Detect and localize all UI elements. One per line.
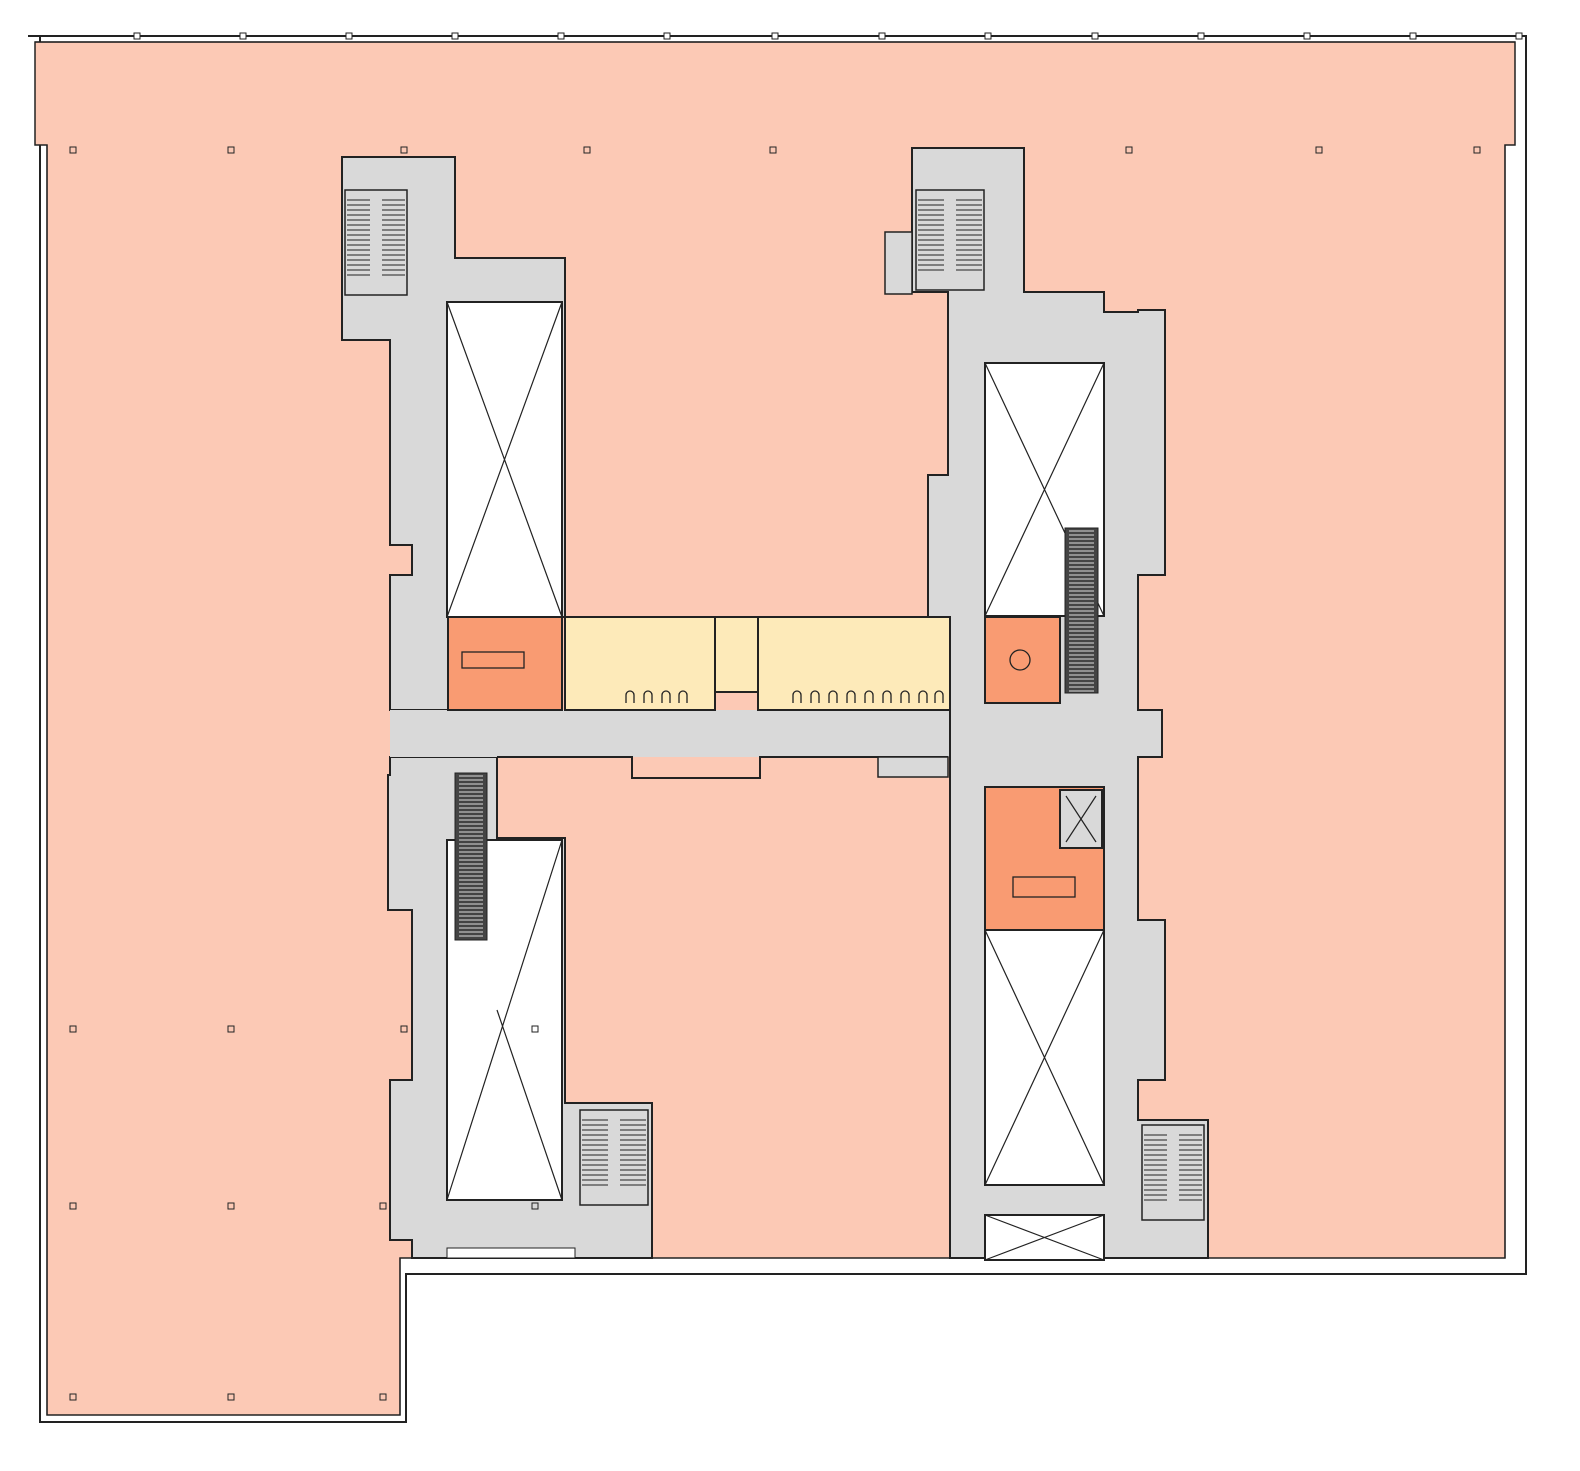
column-icon — [531, 1025, 539, 1033]
toilet-icon — [810, 690, 820, 703]
column-icon — [227, 1025, 235, 1033]
toilet-icon — [918, 690, 928, 703]
column-icon — [69, 1393, 77, 1401]
column-icon — [133, 32, 141, 40]
toilet-icon — [882, 690, 892, 703]
column-icon — [379, 1393, 387, 1401]
toilet-icon — [661, 690, 671, 703]
column-icon — [69, 146, 77, 154]
toilet-icon — [625, 690, 635, 703]
column-icon — [878, 32, 886, 40]
restroom-women — [564, 616, 716, 711]
column-icon — [769, 146, 777, 154]
toilet-icon — [828, 690, 838, 703]
column-icon — [557, 32, 565, 40]
column-icon — [1473, 146, 1481, 154]
stair-icon — [344, 189, 408, 296]
toilet-icon — [678, 690, 688, 703]
column-icon — [1125, 146, 1133, 154]
restroom-accessible — [714, 616, 759, 693]
column-icon — [771, 32, 779, 40]
column-icon — [69, 1202, 77, 1210]
toilet-icon — [900, 690, 910, 703]
column-icon — [400, 146, 408, 154]
column-icon — [379, 1202, 387, 1210]
meeting-room — [447, 616, 563, 711]
column-icon — [1409, 32, 1417, 40]
column-icon — [451, 32, 459, 40]
column-icon — [227, 1393, 235, 1401]
column-icon — [663, 32, 671, 40]
meeting-table-icon — [461, 651, 525, 669]
toilet-icon — [643, 690, 653, 703]
column-icon — [1515, 32, 1523, 40]
column-icon — [227, 146, 235, 154]
column-icon — [1315, 146, 1323, 154]
column-icon — [1303, 32, 1311, 40]
restroom-men — [757, 616, 951, 711]
column-icon — [1197, 32, 1205, 40]
stair-icon — [579, 1109, 649, 1206]
toilet-icon — [846, 690, 856, 703]
toilet-icon — [934, 690, 944, 703]
column-icon — [227, 1202, 235, 1210]
column-icon — [239, 32, 247, 40]
lounge-room — [984, 616, 1061, 704]
exterior-wall — [28, 35, 1527, 1423]
column-icon — [583, 146, 591, 154]
meeting-table-icon — [1012, 876, 1076, 898]
toilet-icon — [864, 690, 874, 703]
stair-icon — [1141, 1124, 1205, 1221]
column-icon — [345, 32, 353, 40]
lounge-table-icon — [1009, 649, 1031, 671]
column-icon — [531, 1202, 539, 1210]
column-icon — [1091, 32, 1099, 40]
column-icon — [984, 32, 992, 40]
column-icon — [69, 1025, 77, 1033]
toilet-icon — [792, 690, 802, 703]
column-icon — [400, 1025, 408, 1033]
